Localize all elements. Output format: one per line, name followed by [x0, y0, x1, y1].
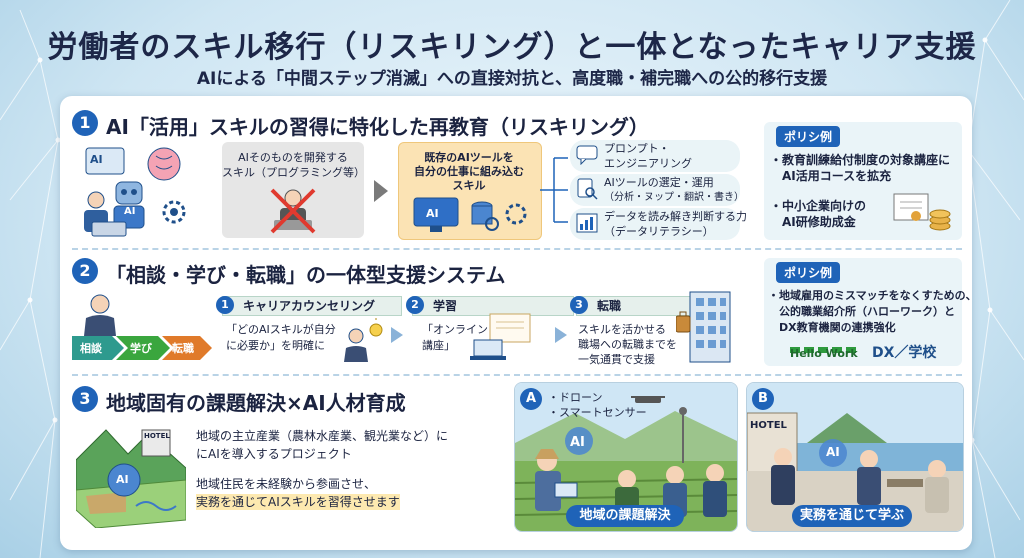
arrow-right-icon-2 [390, 326, 404, 348]
scene-a-line-1: ・ドローン [548, 391, 603, 404]
scene-b-hotel-sign: HOTEL [750, 420, 787, 431]
section-1-title: AI「活用」スキルの習得に特化した再教育（リスキリング） [106, 115, 649, 139]
section-3-desc-1-line-1: 地域の主立産業（農林水産業、観光業など）に [196, 429, 449, 443]
policy-1-item-2-line-2: AI研修助成金 [770, 215, 856, 229]
step-3-line-3: 一気通貫で支援 [578, 353, 655, 366]
policy-1-item-1-line-2: AI活用コースを拡充 [770, 169, 892, 183]
section-3-desc-2-line-1: 地域住民を未経験から参画させ、 [196, 477, 377, 491]
skill-3-line-2: （データリテラシー） [604, 225, 714, 238]
scene-b-badge: B [752, 388, 774, 410]
skill-1-line-2: エンジニアリング [604, 157, 692, 170]
scene-b-learning-through-practice [746, 382, 964, 532]
crossed-out-programmer-icon [266, 186, 320, 234]
step-3-label: 転職 [597, 299, 622, 313]
policy-2-line-1: ・地域雇用のミスマッチをなくすための、 [768, 289, 977, 302]
step-1-line-1: 「どのAIスキルが自分 [226, 323, 336, 336]
gold-box-line-2: 自分の仕事に組み込む [414, 165, 524, 178]
step-1-label: キャリアカウンセリング [243, 299, 376, 313]
section-2-title: 「相談・学び・転職」の一体型支援システム [106, 263, 506, 287]
step-2-number: 2 [406, 296, 424, 314]
businessperson-icon [80, 292, 120, 340]
skill-ai-tool-operation [570, 174, 740, 206]
section-1-number: 1 [72, 110, 98, 136]
step-2-label: 学習 [433, 299, 458, 313]
skill-3-line-1: データを読み解き判断する力 [604, 210, 747, 223]
hellowork-logo: Hello Work [790, 340, 862, 360]
section-3-title: 地域固有の課題解決×AI人材育成 [106, 391, 406, 415]
gold-box-screen-label: AI [426, 207, 439, 220]
arrow-right-icon [372, 178, 390, 208]
chart-icon [576, 213, 598, 237]
policy-2-line-3: DX教育機関の連携強化 [768, 321, 896, 334]
flow-job-change: 転職 [172, 342, 194, 355]
section-3-desc-1-line-2: にAIを導入するプロジェクト [196, 447, 352, 461]
section-3-desc-2-line-2: 実務を通じてAIスキルを習得させます [196, 494, 400, 510]
section-2-number: 2 [72, 258, 98, 284]
regional-map-illustration: HOTEL AI [75, 420, 187, 529]
gold-box-line-1: 既存のAIツールを [424, 151, 514, 164]
page-title: 労働者のスキル移行（リスキリング）と一体となったキャリア支援 [47, 30, 977, 65]
divider-1 [72, 248, 962, 250]
map-hotel-sign: HOTEL [144, 432, 170, 440]
office-building-icon [675, 286, 746, 368]
scene-a-badge: A [520, 388, 542, 410]
ai-user-illustration [78, 142, 196, 242]
gold-box-line-3: スキル [452, 179, 486, 192]
scene-a-label: 地域の課題解決 [566, 505, 684, 527]
policy-1-item-2-line-1: ・中小企業向けの [770, 199, 867, 213]
hellowork-logo-text: Hello Work [790, 347, 858, 360]
skill-1-line-1: プロンプト・ [604, 142, 670, 155]
document-search-icon [576, 178, 598, 204]
step-3-line-1: スキルを活かせる [578, 323, 666, 336]
chat-icon [576, 145, 598, 169]
thinking-person-icon [340, 318, 384, 366]
policy-label-2: ポリシ例 [776, 262, 841, 283]
arrow-right-icon-3 [554, 326, 568, 348]
policy-label-1: ポリシ例 [776, 126, 841, 147]
policy-1-item-1-line-1: ・教育訓練給付制度の対象講座に [770, 153, 951, 167]
page-subtitle: AIによる「中間ステップ消滅」への直接対抗と、高度職・補完職への公的移行支援 [196, 69, 828, 89]
section-3-number: 3 [72, 386, 98, 412]
step-2-line-1: 「オンライン [422, 323, 488, 336]
dx-school-logo: DX／学校 [872, 345, 937, 361]
step-1-number: 1 [216, 296, 234, 314]
grey-box-line-1: AIそのものを開発する [238, 151, 348, 164]
skill-connectors [540, 150, 570, 234]
ai-screen-label: AI [90, 153, 103, 166]
step-1-ribbon: キャリアカウンセリング [222, 296, 402, 316]
skill-2-line-1: AIツールの選定・運用 [604, 176, 714, 189]
flow-arrows [72, 336, 212, 364]
scene-a-ai-label: AI [570, 435, 585, 450]
step-3-number: 3 [570, 296, 588, 314]
grey-box-line-2: スキル（プログラミング等） [222, 166, 365, 179]
policy-2-line-2: 公的職業紹介所（ハローワーク）と [768, 305, 955, 318]
flow-learn: 学び [130, 342, 152, 355]
step-2-line-2: 講座」 [422, 339, 455, 352]
ai-tools-icon [412, 196, 528, 234]
skill-2-line-2: （分析・ヌップ・翻訳・書き） [604, 192, 744, 203]
scene-b-ai-label: AI [826, 445, 840, 459]
scene-a-line-2: ・スマートセンサー [548, 406, 647, 419]
certificate-laptop-icon [470, 312, 534, 366]
map-ai-label: AI [116, 473, 129, 486]
skill-prompt-engineering [570, 140, 740, 172]
step-3-line-2: 職場への転職までを [578, 338, 677, 351]
robot-label: AI [124, 206, 136, 217]
scene-b-label: 実務を通じて学ぶ [792, 505, 912, 527]
skill-data-literacy [570, 208, 740, 240]
step-1-line-2: に必要か」を明確に [226, 339, 325, 352]
certificate-coins-icon [892, 192, 954, 236]
flow-consult: 相談 [80, 342, 102, 355]
divider-2 [72, 374, 962, 376]
